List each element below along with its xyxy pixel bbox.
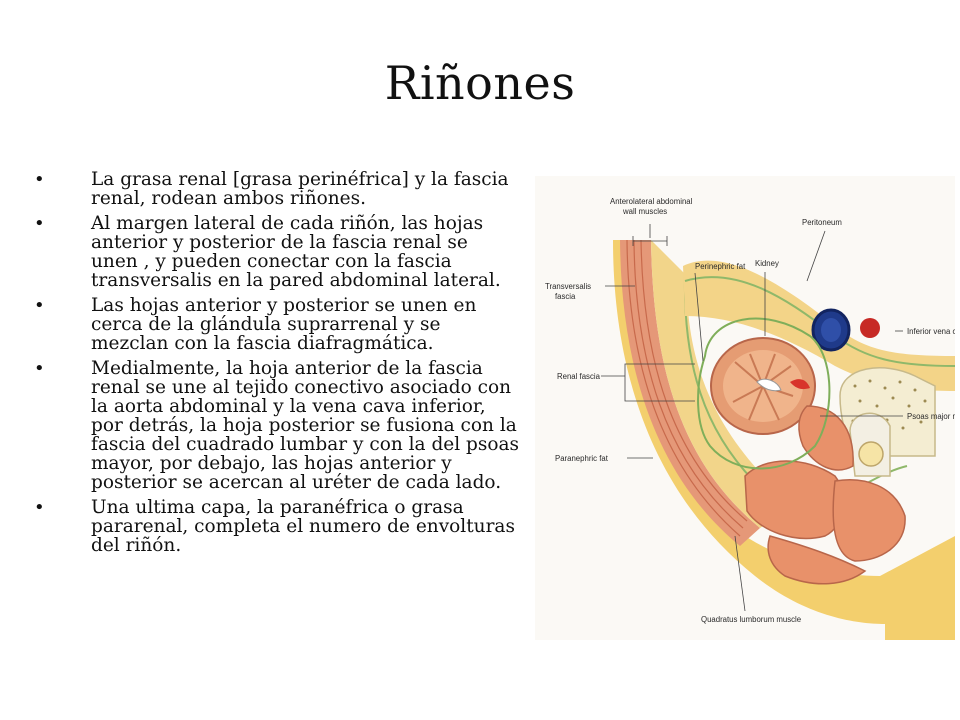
diagram-label: fascia <box>555 292 576 301</box>
bullet-list: La grasa renal [grasa perinéfrica] y la … <box>30 170 520 561</box>
diagram-label: Paranephric fat <box>555 454 609 463</box>
kidney-cross-section-illustration: Anterolateral abdominal wall muscles Per… <box>535 176 955 640</box>
diagram-label: Renal fascia <box>557 372 601 381</box>
bullet-item: Una ultima capa, la paranéfrica o grasa … <box>30 498 520 555</box>
diagram-label: Perinephric fat <box>695 262 746 271</box>
bullet-item: Las hojas anterior y posterior se unen e… <box>30 296 520 353</box>
diagram-label: wall muscles <box>622 207 667 216</box>
bullet-item: Al margen lateral de cada riñón, las hoj… <box>30 214 520 290</box>
diagram-label: Kidney <box>755 259 779 268</box>
diagram-label: Peritoneum <box>802 218 842 227</box>
diagram-label: Transversalis <box>545 282 591 291</box>
diagram-label: Anterolateral abdominal <box>610 197 693 206</box>
bullet-item: Medialmente, la hoja anterior de la fasc… <box>30 359 520 492</box>
diagram-label: Quadratus lumborum muscle <box>701 615 801 624</box>
bullet-item: La grasa renal [grasa perinéfrica] y la … <box>30 170 520 208</box>
diagram-label: Psoas major m <box>907 412 955 421</box>
diagram-label: Inferior vena c <box>907 327 955 336</box>
slide-title: Riñones <box>384 56 576 110</box>
